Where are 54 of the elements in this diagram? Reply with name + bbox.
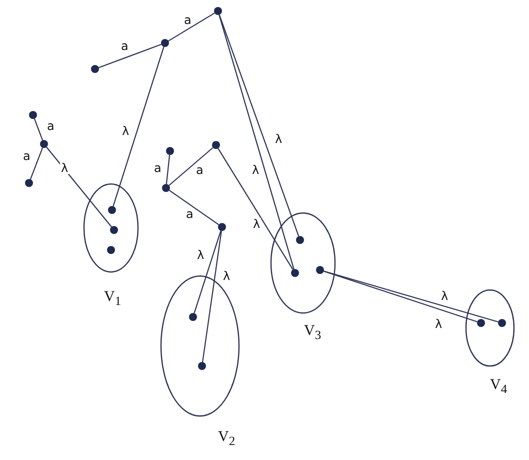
connector-line (30, 148, 44, 180)
edge-label: λ (196, 249, 206, 261)
connector-line (168, 147, 214, 186)
connector-line (168, 12, 215, 42)
vertex-dot (108, 206, 116, 214)
vertex-dot (214, 7, 222, 15)
vertex-dot (498, 319, 506, 327)
edge-label: λ (274, 133, 284, 145)
connector-line (168, 190, 220, 226)
edge-label: a (46, 120, 56, 132)
edge-label: λ (434, 318, 444, 330)
vertex-dot (91, 65, 99, 73)
vertex-dot (477, 319, 485, 327)
edge-label: λ (251, 164, 260, 176)
vertex-dot (25, 179, 33, 187)
connector-line (218, 148, 294, 270)
vertex-dot (40, 140, 48, 148)
connector-line (46, 146, 112, 228)
edge-label: a (120, 40, 130, 52)
vertex-dot (291, 269, 299, 277)
edge-label: λ (222, 270, 232, 282)
connector-line (202, 230, 222, 362)
vertex-dot (29, 111, 37, 119)
edge-label: λ (121, 125, 130, 137)
vertex-dot (218, 223, 226, 231)
edge-label: a (153, 162, 162, 174)
vertex-dot (110, 226, 118, 234)
edge-label: a (22, 150, 32, 162)
vertex-dot (316, 266, 324, 274)
vertex-dot (161, 39, 169, 47)
edge-label: λ (60, 162, 70, 174)
edge-label: a (185, 208, 194, 220)
vertex-dot (107, 246, 115, 254)
connector-line (194, 230, 222, 314)
connector-line (218, 14, 300, 236)
set-label: V$_{2}$ (218, 430, 236, 448)
vertex-dot (189, 313, 197, 321)
connector-line (166, 154, 170, 184)
connector-line (112, 46, 164, 206)
edge-label: a (195, 164, 204, 176)
connector-line (98, 44, 162, 68)
edge-label: λ (440, 290, 450, 302)
vertex-dot (162, 184, 170, 192)
vertex-dot (296, 236, 304, 244)
set-label: V$_{3}$ (304, 324, 322, 342)
connector-line (34, 118, 44, 140)
connector-line (218, 14, 294, 270)
edge-label: λ (252, 218, 262, 230)
edge-label: a (183, 14, 192, 26)
set-label: V$_{4}$ (490, 378, 508, 396)
vertex-dot (212, 141, 220, 149)
vertex-dot (166, 147, 174, 155)
vertex-dot (198, 362, 206, 370)
set-label: V$_{1}$ (104, 290, 122, 308)
